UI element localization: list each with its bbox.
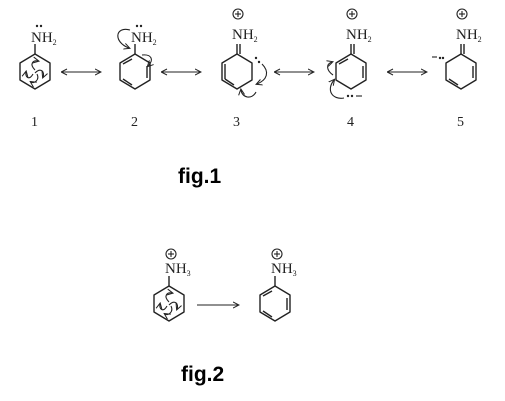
amine-subscript: 2	[153, 38, 157, 47]
svg-text:NH2: NH2	[31, 30, 57, 47]
amine-group: NH	[232, 27, 254, 43]
amine-subscript: 2	[478, 35, 482, 44]
structure-number: 3	[233, 115, 240, 130]
svg-text:NH3: NH3	[271, 261, 297, 278]
structure-3: NH2 3	[221, 8, 268, 130]
structure-number: 1	[31, 115, 38, 130]
structure-2: NH2 2	[117, 24, 157, 130]
structure-4: NH2 4	[328, 8, 372, 130]
electron-push-arrow	[241, 90, 257, 98]
structure-1: NH2 1	[19, 24, 57, 130]
amine-group: NH	[346, 27, 368, 43]
reactant-structure: NH3	[153, 248, 191, 322]
amine-subscript: 2	[53, 38, 57, 47]
ammonium-group: NH	[271, 261, 293, 277]
amine-subscript: 2	[254, 35, 258, 44]
structure-number: 5	[457, 115, 464, 130]
figure-2-caption: fig.2	[181, 363, 224, 386]
positive-charge-icon	[456, 8, 468, 20]
amine-group: NH	[131, 30, 153, 46]
svg-text:NH3: NH3	[165, 261, 191, 278]
positive-charge-icon	[165, 248, 177, 260]
electron-push-arrow	[328, 62, 333, 76]
electron-push-arrow	[330, 80, 345, 99]
electron-push-arrow	[117, 28, 130, 48]
electron-push-arrow	[257, 63, 268, 84]
structure-number: 2	[131, 115, 138, 130]
positive-charge-icon	[232, 8, 244, 20]
figure-1: NH2 1 NH2 2	[19, 8, 482, 188]
positive-charge-icon	[346, 8, 358, 20]
positive-charge-icon	[271, 248, 283, 260]
svg-text:NH2: NH2	[232, 27, 258, 44]
svg-text:NH2: NH2	[456, 27, 482, 44]
amine-group: NH	[456, 27, 478, 43]
structure-5: NH2 5	[432, 8, 482, 130]
figure-1-caption: fig.1	[178, 165, 221, 188]
ammonium-group: NH	[165, 261, 187, 277]
ammonium-subscript: 3	[293, 269, 297, 278]
ammonium-subscript: 3	[187, 269, 191, 278]
electron-push-arrow	[141, 54, 151, 66]
svg-text:NH2: NH2	[346, 27, 372, 44]
figure-2: NH3 NH3 fig.2	[153, 248, 297, 386]
svg-text:NH2: NH2	[131, 30, 157, 47]
product-structure: NH3	[259, 248, 297, 322]
amine-subscript: 2	[368, 35, 372, 44]
amine-group: NH	[31, 30, 53, 46]
structure-number: 4	[347, 115, 354, 130]
